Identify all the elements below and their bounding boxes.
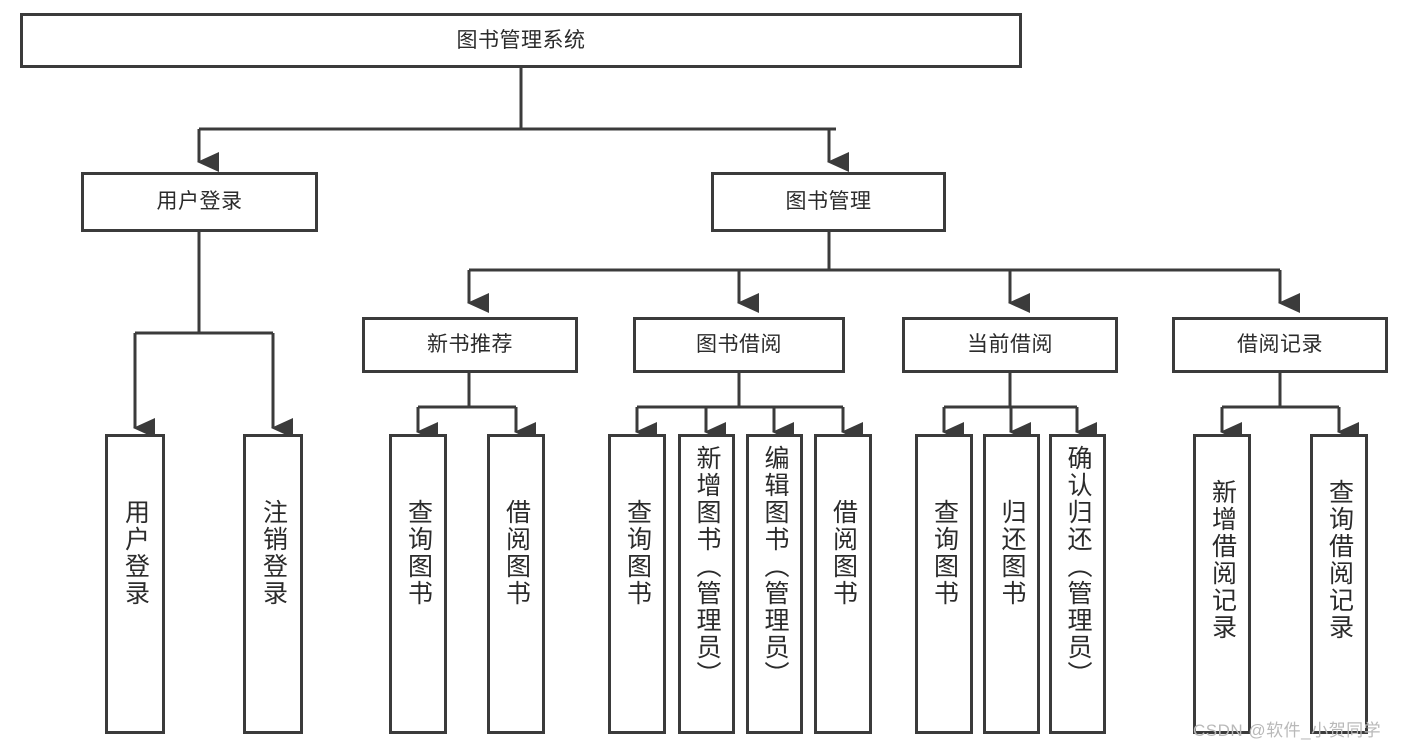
- node-label: 确认归还（管理员）: [1064, 445, 1092, 688]
- node-label: 用户登录: [121, 499, 150, 607]
- leaf-current-query-book[interactable]: 查询图书: [915, 434, 973, 734]
- node-book-management[interactable]: 图书管理: [711, 172, 946, 232]
- node-label: 图书借阅: [696, 333, 782, 357]
- node-label: 用户登录: [156, 190, 243, 214]
- node-label: 借阅图书: [502, 499, 531, 607]
- node-current-borrow[interactable]: 当前借阅: [902, 317, 1118, 373]
- node-label: 借阅记录: [1237, 333, 1323, 357]
- node-label: 注销登录: [259, 499, 288, 607]
- leaf-record-add-record[interactable]: 新增借阅记录: [1193, 434, 1251, 734]
- node-label: 编辑图书（管理员）: [761, 445, 789, 688]
- leaf-current-confirm-return-admin[interactable]: 确认归还（管理员）: [1049, 434, 1106, 734]
- node-root-system[interactable]: 图书管理系统: [20, 13, 1022, 68]
- leaf-current-return-book[interactable]: 归还图书: [983, 434, 1040, 734]
- leaf-record-query-record[interactable]: 查询借阅记录: [1310, 434, 1368, 734]
- node-label: 查询图书: [930, 499, 959, 607]
- leaf-borrow-edit-book-admin[interactable]: 编辑图书（管理员）: [746, 434, 803, 734]
- leaf-recommend-query-book[interactable]: 查询图书: [389, 434, 447, 734]
- node-label: 新增借阅记录: [1208, 479, 1237, 641]
- csdn-watermark: CSDN @软件_小贺同学: [1193, 721, 1382, 740]
- node-label: 当前借阅: [967, 333, 1053, 357]
- leaf-borrow-query-book[interactable]: 查询图书: [608, 434, 666, 734]
- leaf-user-login-logout[interactable]: 注销登录: [243, 434, 303, 734]
- leaf-user-login-login[interactable]: 用户登录: [105, 434, 165, 734]
- node-new-book-recommend[interactable]: 新书推荐: [362, 317, 578, 373]
- node-label: 归还图书: [998, 499, 1026, 607]
- node-label: 借阅图书: [829, 499, 858, 607]
- node-borrow-record[interactable]: 借阅记录: [1172, 317, 1388, 373]
- node-label: 新增图书（管理员）: [693, 445, 721, 688]
- node-label: 图书管理系统: [456, 28, 586, 52]
- node-label: 查询图书: [623, 499, 652, 607]
- node-user-login[interactable]: 用户登录: [81, 172, 318, 232]
- node-label: 查询图书: [404, 499, 433, 607]
- node-book-borrow[interactable]: 图书借阅: [633, 317, 845, 373]
- leaf-borrow-borrow-book[interactable]: 借阅图书: [814, 434, 872, 734]
- node-label: 新书推荐: [427, 333, 513, 357]
- node-label: 图书管理: [785, 190, 872, 214]
- leaf-recommend-borrow-book[interactable]: 借阅图书: [487, 434, 545, 734]
- node-label: 查询借阅记录: [1325, 479, 1354, 641]
- leaf-borrow-add-book-admin[interactable]: 新增图书（管理员）: [678, 434, 735, 734]
